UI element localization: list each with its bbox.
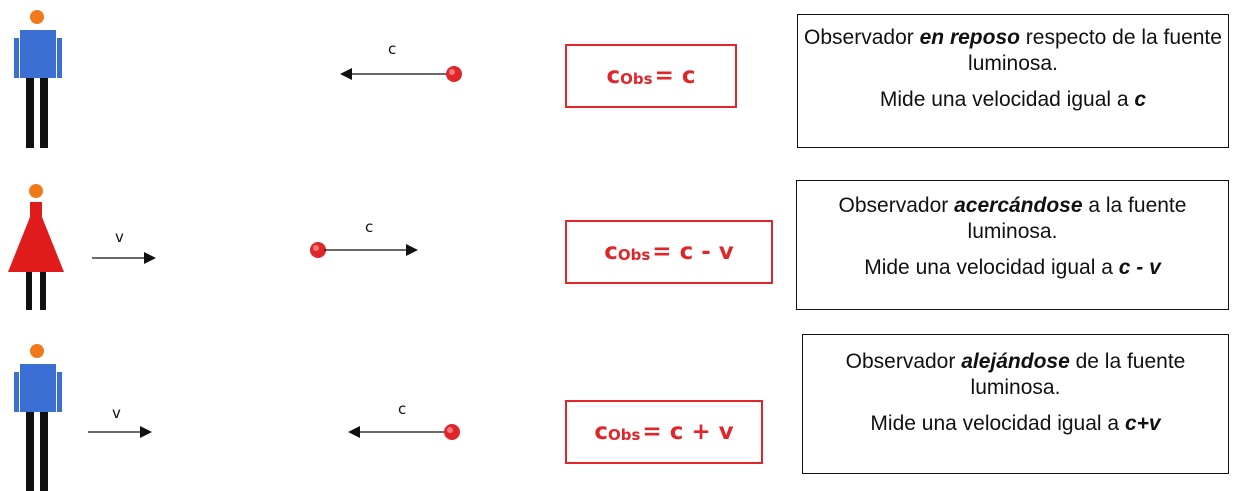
description-approaching: Observador acercándose a la fuente lumin…: [796, 180, 1229, 310]
female-observer-icon: [8, 184, 64, 310]
observer-arrow-right-icon: [92, 252, 156, 264]
observer-speed-label: v: [115, 228, 124, 246]
male-observer-icon: [14, 344, 62, 491]
light-arrow-left-icon: [348, 424, 460, 440]
observer-arrow-right-icon: [88, 426, 152, 438]
light-speed-label: c: [388, 40, 397, 58]
description-receding: Observador alejándose de la fuente lumin…: [802, 334, 1229, 474]
light-arrow-right-icon: [310, 242, 418, 258]
observer-speed-label: v: [112, 404, 121, 422]
male-observer-icon: [14, 10, 62, 148]
light-arrow-left-icon: [340, 66, 462, 82]
light-speed-label: c: [365, 218, 374, 236]
description-at-rest: Observador en reposo respecto de la fuen…: [797, 14, 1229, 148]
light-speed-label: c: [398, 400, 407, 418]
